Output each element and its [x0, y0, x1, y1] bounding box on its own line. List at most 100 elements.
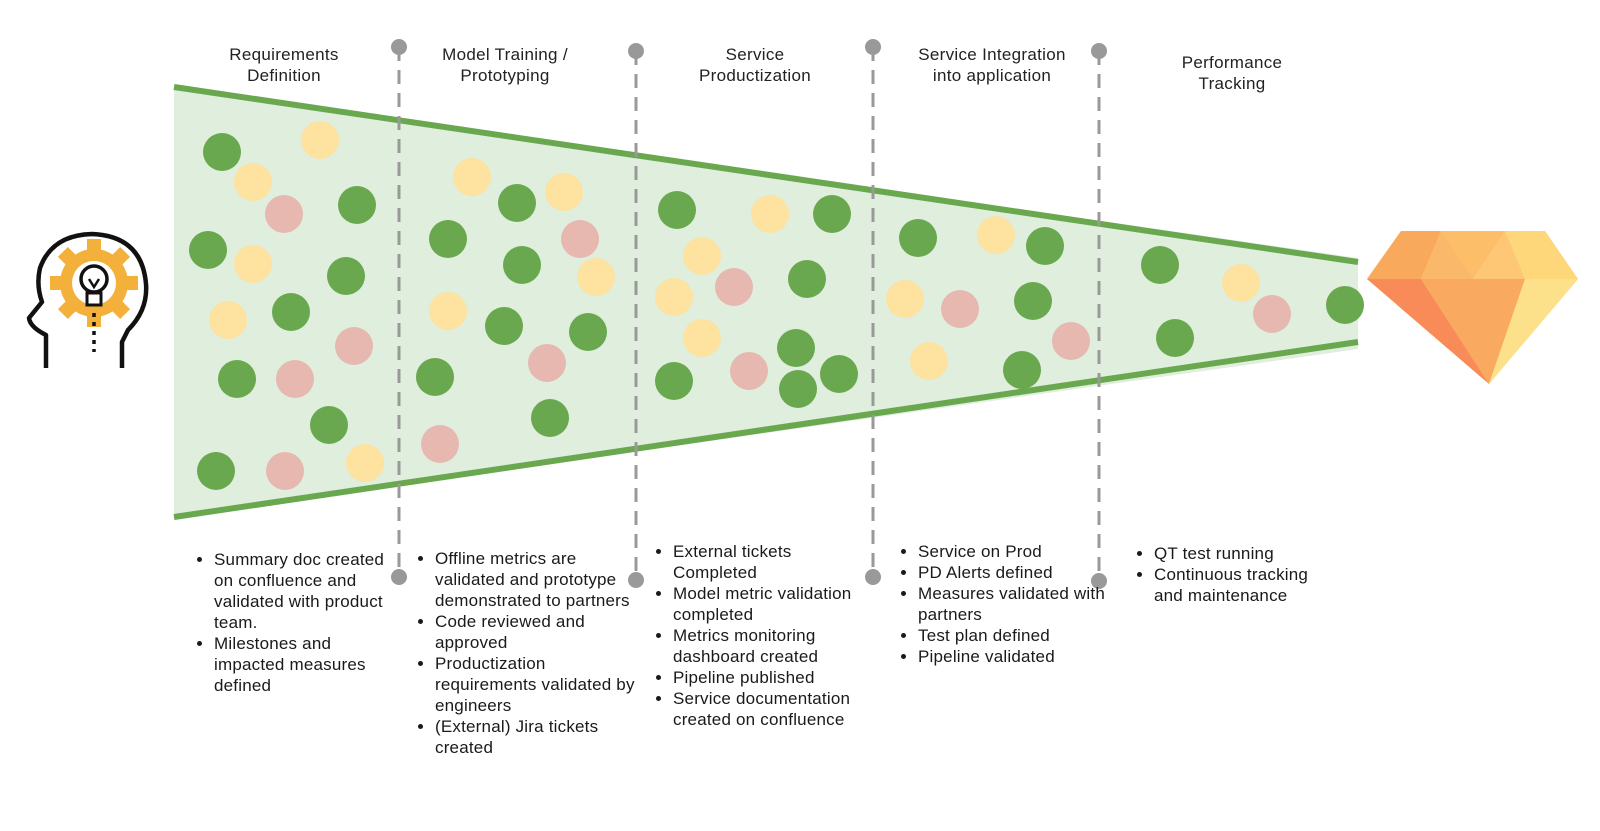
stage-divider-cap	[1091, 573, 1107, 589]
stage-divider-cap	[391, 569, 407, 585]
pink-dot	[715, 268, 753, 306]
green-dot	[327, 257, 365, 295]
green-dot	[203, 133, 241, 171]
pink-dot	[265, 195, 303, 233]
pink-dot	[276, 360, 314, 398]
stage-title-line: Performance	[1181, 53, 1283, 72]
checklist-item: Test plan defined	[918, 625, 1113, 646]
stage-title-model-training: Model Training / Prototyping	[405, 44, 605, 86]
yellow-dot	[453, 158, 491, 196]
checklist-item: Milestones and impacted measures defined	[214, 633, 404, 696]
checklist-item: Code reviewed and approved	[435, 611, 635, 653]
green-dot	[1141, 246, 1179, 284]
checklist-item: Service documentation created on conflue…	[673, 688, 878, 730]
pink-dot	[941, 290, 979, 328]
yellow-dot	[977, 216, 1015, 254]
stage-dividers	[391, 39, 1107, 589]
yellow-dot	[1222, 264, 1260, 302]
green-dot	[899, 219, 937, 257]
yellow-dot	[655, 278, 693, 316]
green-dot	[658, 191, 696, 229]
stage-checklist-performance-tracking: QT test running Continuous tracking and …	[1132, 543, 1334, 606]
green-dot	[485, 307, 523, 345]
green-dot	[1026, 227, 1064, 265]
yellow-dot	[910, 342, 948, 380]
stage-title-line: Productization	[699, 66, 811, 85]
stage-title-performance-tracking: Performance Tracking	[1132, 52, 1332, 94]
stage-divider-cap	[391, 39, 407, 55]
yellow-dot	[209, 301, 247, 339]
green-dot	[416, 358, 454, 396]
yellow-dot	[886, 280, 924, 318]
stage-checklist-requirements: Summary doc created on confluence and va…	[192, 549, 404, 696]
stage-checklist-service-productization: External tickets Completed Model metric …	[651, 541, 878, 730]
stage-divider-cap	[865, 39, 881, 55]
green-dot	[197, 452, 235, 490]
yellow-dot	[234, 245, 272, 283]
green-dot	[498, 184, 536, 222]
green-dot	[503, 246, 541, 284]
checklist-item: Productization requirements validated by…	[435, 653, 635, 716]
checklist-item: Metrics monitoring dashboard created	[673, 625, 878, 667]
stage-title-line: Requirements	[229, 45, 339, 64]
yellow-dot	[429, 292, 467, 330]
stage-title-requirements: Requirements Definition	[184, 44, 384, 86]
checklist-item: External tickets Completed	[673, 541, 878, 583]
stage-title-line: Definition	[247, 66, 321, 85]
checklist-item: Measures validated with partners	[918, 583, 1113, 625]
stage-title-service-integration: Service Integration into application	[892, 44, 1092, 86]
checklist-item: Offline metrics are validated and protot…	[435, 548, 635, 611]
yellow-dot	[301, 121, 339, 159]
stage-divider-cap	[865, 569, 881, 585]
checklist-item: Pipeline validated	[918, 646, 1113, 667]
head-lightbulb-gear-icon	[26, 231, 149, 368]
yellow-dot	[234, 163, 272, 201]
green-dot	[813, 195, 851, 233]
green-dot	[779, 370, 817, 408]
funnel-dots	[189, 121, 1364, 490]
yellow-dot	[577, 258, 615, 296]
pink-dot	[335, 327, 373, 365]
pink-dot	[528, 344, 566, 382]
checklist-item: Pipeline published	[673, 667, 878, 688]
funnel-bottom-edge	[173, 339, 1359, 520]
stage-divider-cap	[1091, 43, 1107, 59]
green-dot	[777, 329, 815, 367]
checklist-item: PD Alerts defined	[918, 562, 1113, 583]
stage-checklist-model-training: Offline metrics are validated and protot…	[413, 548, 635, 758]
green-dot	[1326, 286, 1364, 324]
stage-title-line: Prototyping	[460, 66, 550, 85]
green-dot	[218, 360, 256, 398]
yellow-dot	[346, 444, 384, 482]
pink-dot	[421, 425, 459, 463]
green-dot	[1014, 282, 1052, 320]
green-dot	[788, 260, 826, 298]
green-dot	[1156, 319, 1194, 357]
pink-dot	[1253, 295, 1291, 333]
pink-dot	[730, 352, 768, 390]
green-dot	[531, 399, 569, 437]
stage-title-line: into application	[932, 66, 1052, 85]
stage-title-line: Service	[725, 45, 785, 64]
stage-divider-cap	[628, 572, 644, 588]
green-dot	[655, 362, 693, 400]
checklist-item: Service on Prod	[918, 541, 1113, 562]
diamond-icon	[1367, 231, 1578, 384]
green-dot	[429, 220, 467, 258]
green-dot	[569, 313, 607, 351]
yellow-dot	[683, 237, 721, 275]
green-dot	[310, 406, 348, 444]
green-dot	[820, 355, 858, 393]
stage-title-line: Model Training /	[442, 45, 568, 64]
checklist-item: Summary doc created on confluence and va…	[214, 549, 404, 633]
green-dot	[272, 293, 310, 331]
funnel-top-edge	[173, 84, 1359, 265]
checklist-item: Model metric validation completed	[673, 583, 878, 625]
stage-title-line: Tracking	[1198, 74, 1266, 93]
stage-divider-cap	[628, 43, 644, 59]
checklist-item: (External) Jira tickets created	[435, 716, 635, 758]
stage-title-service-productization: Service Productization	[655, 44, 855, 86]
yellow-dot	[751, 195, 789, 233]
checklist-item: QT test running	[1154, 543, 1334, 564]
